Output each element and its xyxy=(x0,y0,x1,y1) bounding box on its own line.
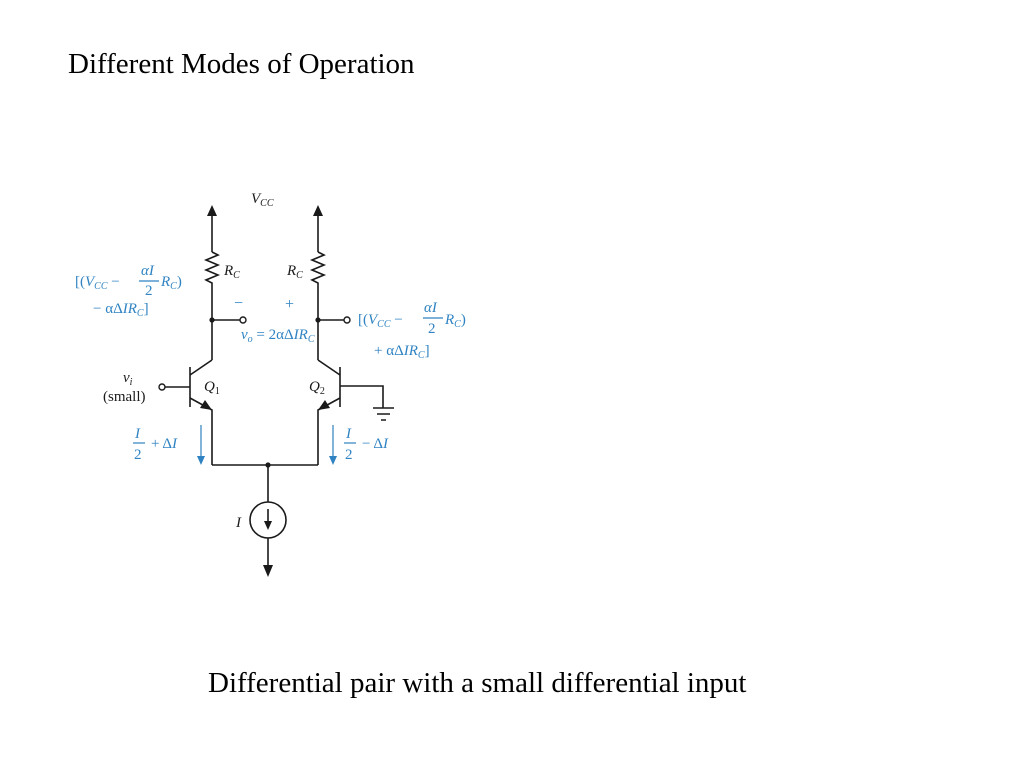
q1-emitter-arrow-icon xyxy=(200,400,212,410)
left-emitter-current-label: + ΔI xyxy=(151,436,178,452)
left-emitter-current-numerator: I xyxy=(134,426,141,442)
left-collector-node xyxy=(209,317,215,323)
right-supply-arrow-icon xyxy=(313,205,323,216)
figure-caption: Differential pair with a small different… xyxy=(208,667,747,699)
right-collector-voltage-r: RC) xyxy=(444,312,466,330)
right-emitter-current-numerator: I xyxy=(345,426,352,442)
right-collector-voltage-line2: + αΔIRC] xyxy=(374,343,430,361)
emitter-common-node xyxy=(265,462,271,468)
right-collector-fraction-denominator: 2 xyxy=(428,321,436,337)
input-terminal xyxy=(158,383,166,391)
vcc-label: VCC xyxy=(251,191,274,209)
left-collector-fraction-numerator: αI xyxy=(141,263,155,279)
left-collector-voltage-r: RC) xyxy=(160,274,182,292)
left-collector-fraction-denominator: 2 xyxy=(145,283,153,299)
input-note-label: (small) xyxy=(103,389,146,405)
ground-icon xyxy=(373,407,394,421)
rc-right-label: RC xyxy=(286,263,303,281)
left-supply-arrow-icon xyxy=(207,205,217,216)
current-source-arrowhead-icon xyxy=(264,521,272,530)
right-collector-fraction-numerator: αI xyxy=(424,300,438,316)
right-output-terminal xyxy=(343,316,351,324)
q1-collector-lead xyxy=(189,359,213,376)
circuit-markers xyxy=(200,205,330,577)
q2-base-lead xyxy=(340,385,384,408)
slide-title: Different Modes of Operation xyxy=(68,48,415,80)
q1-label: Q1 xyxy=(204,379,220,397)
right-emitter-current-label: − ΔI xyxy=(362,436,389,452)
right-resistor-rc xyxy=(309,251,327,360)
q2-collector-lead xyxy=(317,359,341,376)
circuit-terminals xyxy=(158,316,351,391)
circuit-wiring xyxy=(165,212,394,566)
left-resistor-rc xyxy=(203,251,221,360)
input-voltage-label: vi xyxy=(123,370,133,388)
right-current-arrowhead-icon xyxy=(329,456,337,465)
left-emitter-current-denominator: 2 xyxy=(134,447,142,463)
left-output-terminal xyxy=(239,316,247,324)
annotations xyxy=(133,280,443,460)
left-collector-voltage-line2: − αΔIRC] xyxy=(93,301,149,319)
right-collector-voltage-line1: [(VCC − xyxy=(358,312,403,330)
output-plus-sign: + xyxy=(285,296,294,313)
right-emitter-current-denominator: 2 xyxy=(345,447,353,463)
q2-emitter-arrow-icon xyxy=(318,400,330,410)
left-collector-voltage-line1: [(VCC − xyxy=(75,274,120,292)
q2-label: Q2 xyxy=(309,379,325,397)
tail-arrow-icon xyxy=(263,565,273,577)
right-collector-node xyxy=(315,317,321,323)
output-minus-sign: − xyxy=(234,295,243,312)
left-current-arrowhead-icon xyxy=(197,456,205,465)
output-voltage-label: vo = 2αΔIRC xyxy=(241,327,315,345)
current-source-label: I xyxy=(235,515,242,531)
rc-left-label: RC xyxy=(223,263,240,281)
